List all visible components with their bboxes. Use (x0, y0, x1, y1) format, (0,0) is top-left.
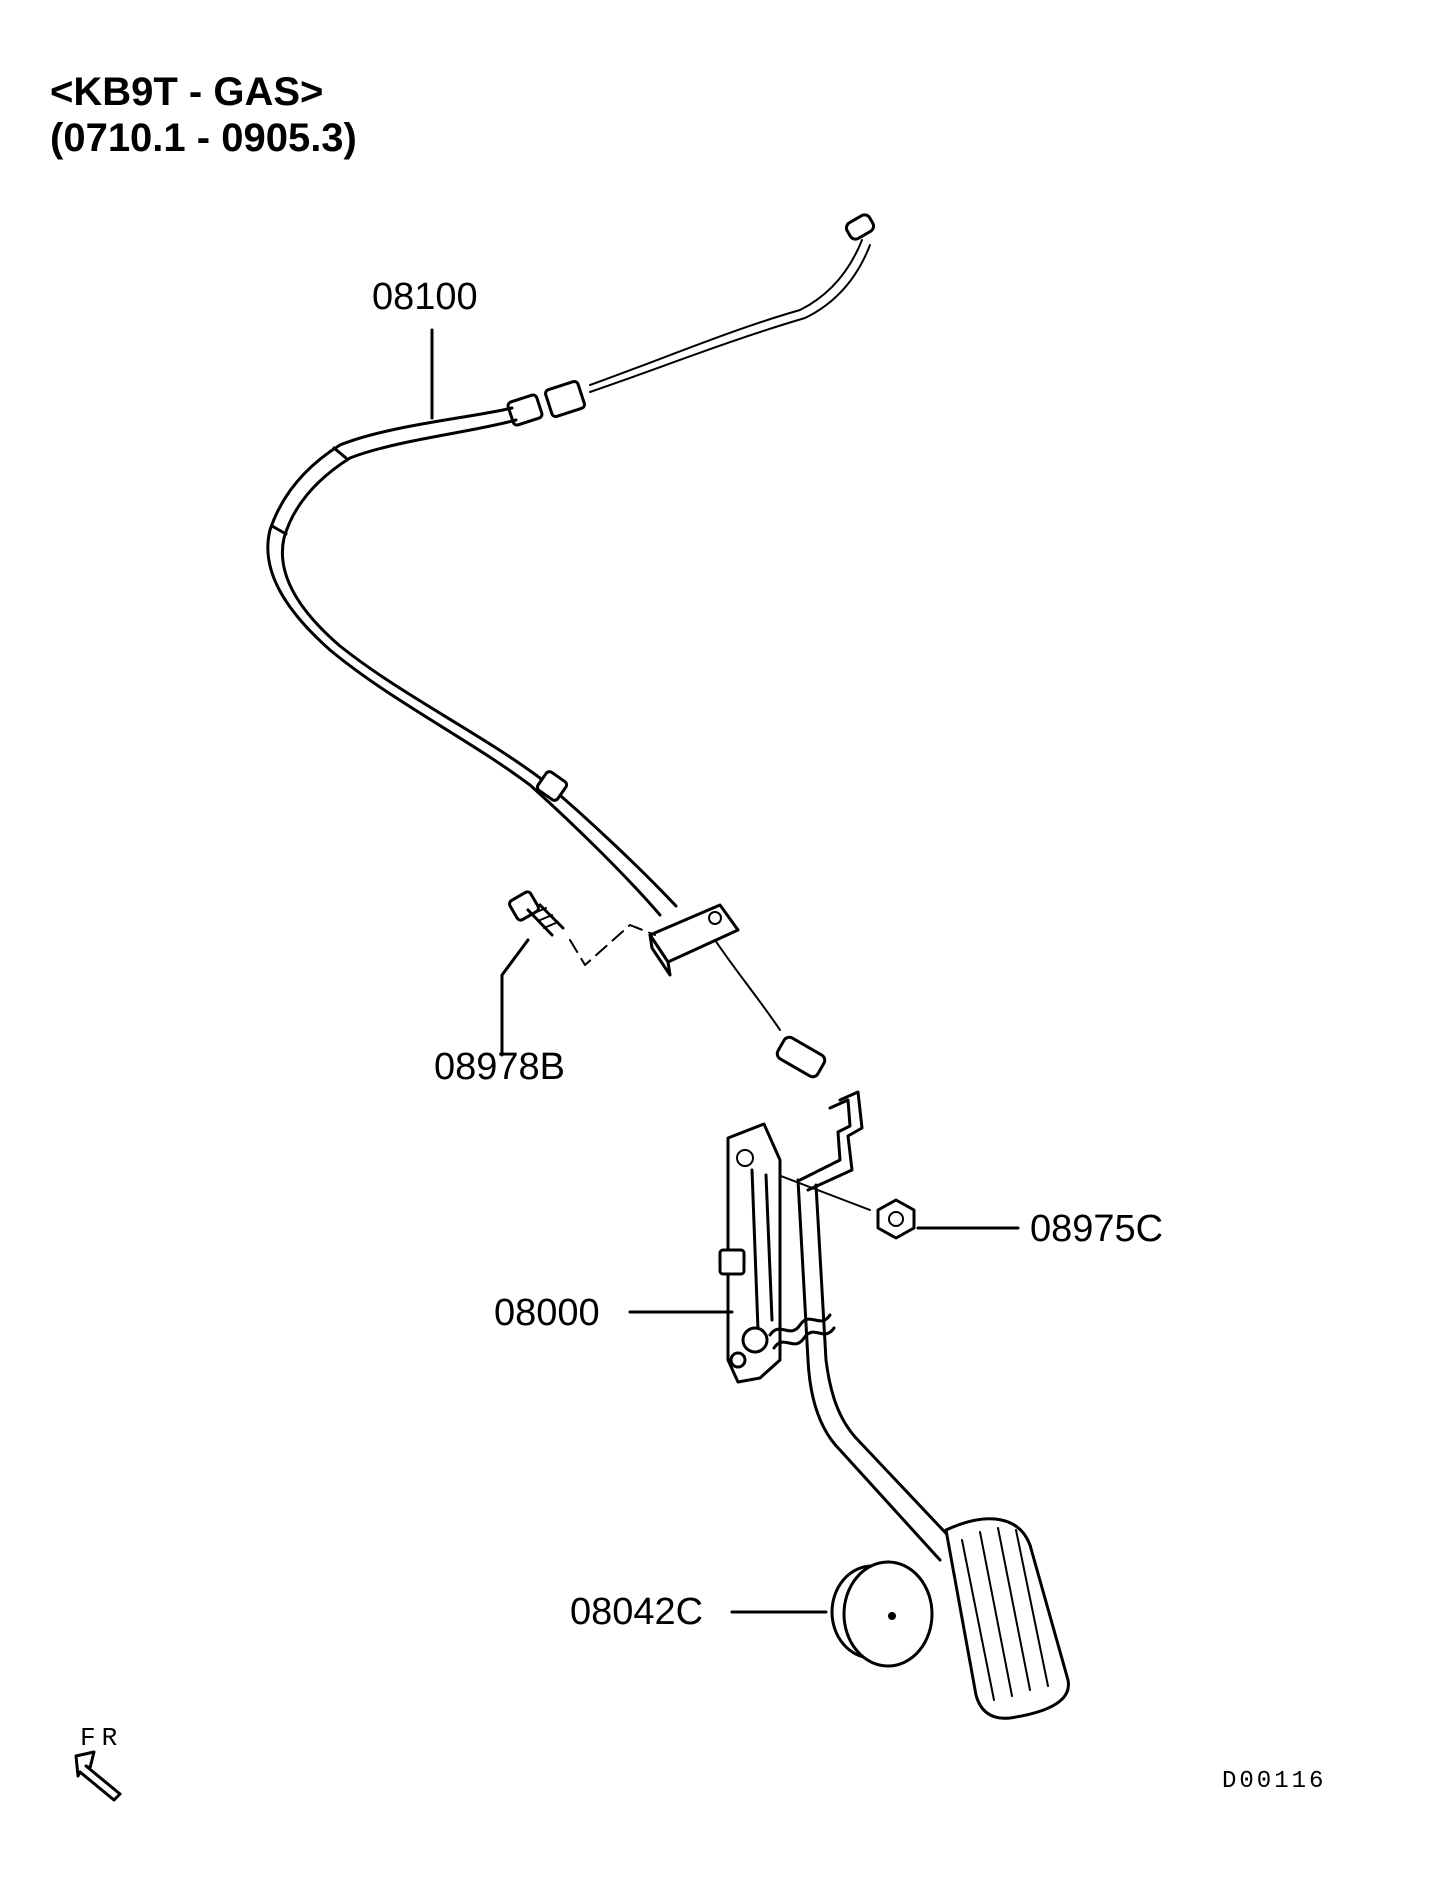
diagram-code: D00116 (1222, 1768, 1327, 1795)
bolt (508, 890, 656, 966)
callout-08042C: 08042C (570, 1591, 704, 1633)
front-direction-arrow-icon (74, 1750, 122, 1802)
callout-08975C: 08975C (1030, 1208, 1164, 1250)
leader-lines (430, 328, 1020, 1614)
pedal-stopper (830, 1560, 934, 1668)
callout-08000: 08000 (494, 1292, 600, 1334)
accelerator-cable (266, 213, 876, 1079)
front-label: FR (80, 1723, 124, 1753)
date-range: (0710.1 - 0905.3) (50, 116, 357, 160)
callout-08978B: 08978B (434, 1046, 566, 1088)
callout-08100: 08100 (372, 276, 478, 318)
model-title: <KB9T - GAS> (50, 70, 324, 114)
accelerator-pedal (718, 1090, 1070, 1720)
